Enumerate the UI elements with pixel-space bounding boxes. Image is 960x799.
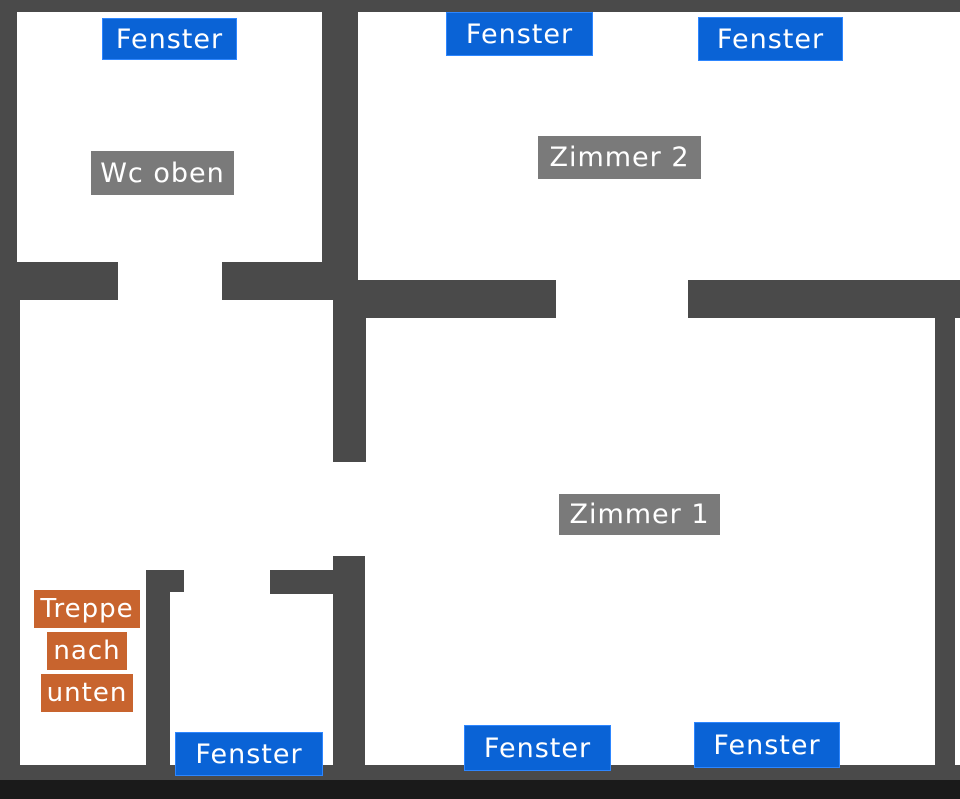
wall-wc-bottom-left [0, 262, 118, 300]
window-label-wc: Fenster [102, 18, 237, 60]
wall-left-upper [0, 0, 17, 300]
wall-left-lower [0, 300, 20, 770]
wall-top [0, 0, 960, 12]
wall-zimmer2-bottom-left [333, 280, 556, 318]
window-label-zimmer2-right: Fenster [698, 17, 843, 61]
bottom-edge [0, 780, 960, 799]
room-label-zimmer-1: Zimmer 1 [559, 494, 720, 535]
wall-corridor-stub [270, 570, 365, 594]
stairs-label-line-3: unten [40, 674, 134, 712]
stairs-label-line-1: Treppe [34, 590, 140, 628]
wall-wc-right [322, 0, 358, 280]
room-label-wc-oben: Wc oben [91, 151, 234, 195]
window-label-zimmer1-left: Fenster [464, 725, 611, 771]
stairs-label: Treppe nach unten [26, 588, 148, 718]
wall-zimmer2-bottom-right [688, 280, 960, 318]
wall-stairs-right [146, 570, 170, 780]
wall-stairs-cap [146, 570, 184, 592]
wall-right [935, 300, 955, 780]
room-label-zimmer-2: Zimmer 2 [538, 136, 701, 179]
window-label-zimmer2-left: Fenster [446, 12, 593, 56]
window-label-corridor: Fenster [175, 732, 323, 776]
window-label-zimmer1-right: Fenster [694, 722, 840, 768]
stairs-label-line-2: nach [47, 632, 127, 670]
